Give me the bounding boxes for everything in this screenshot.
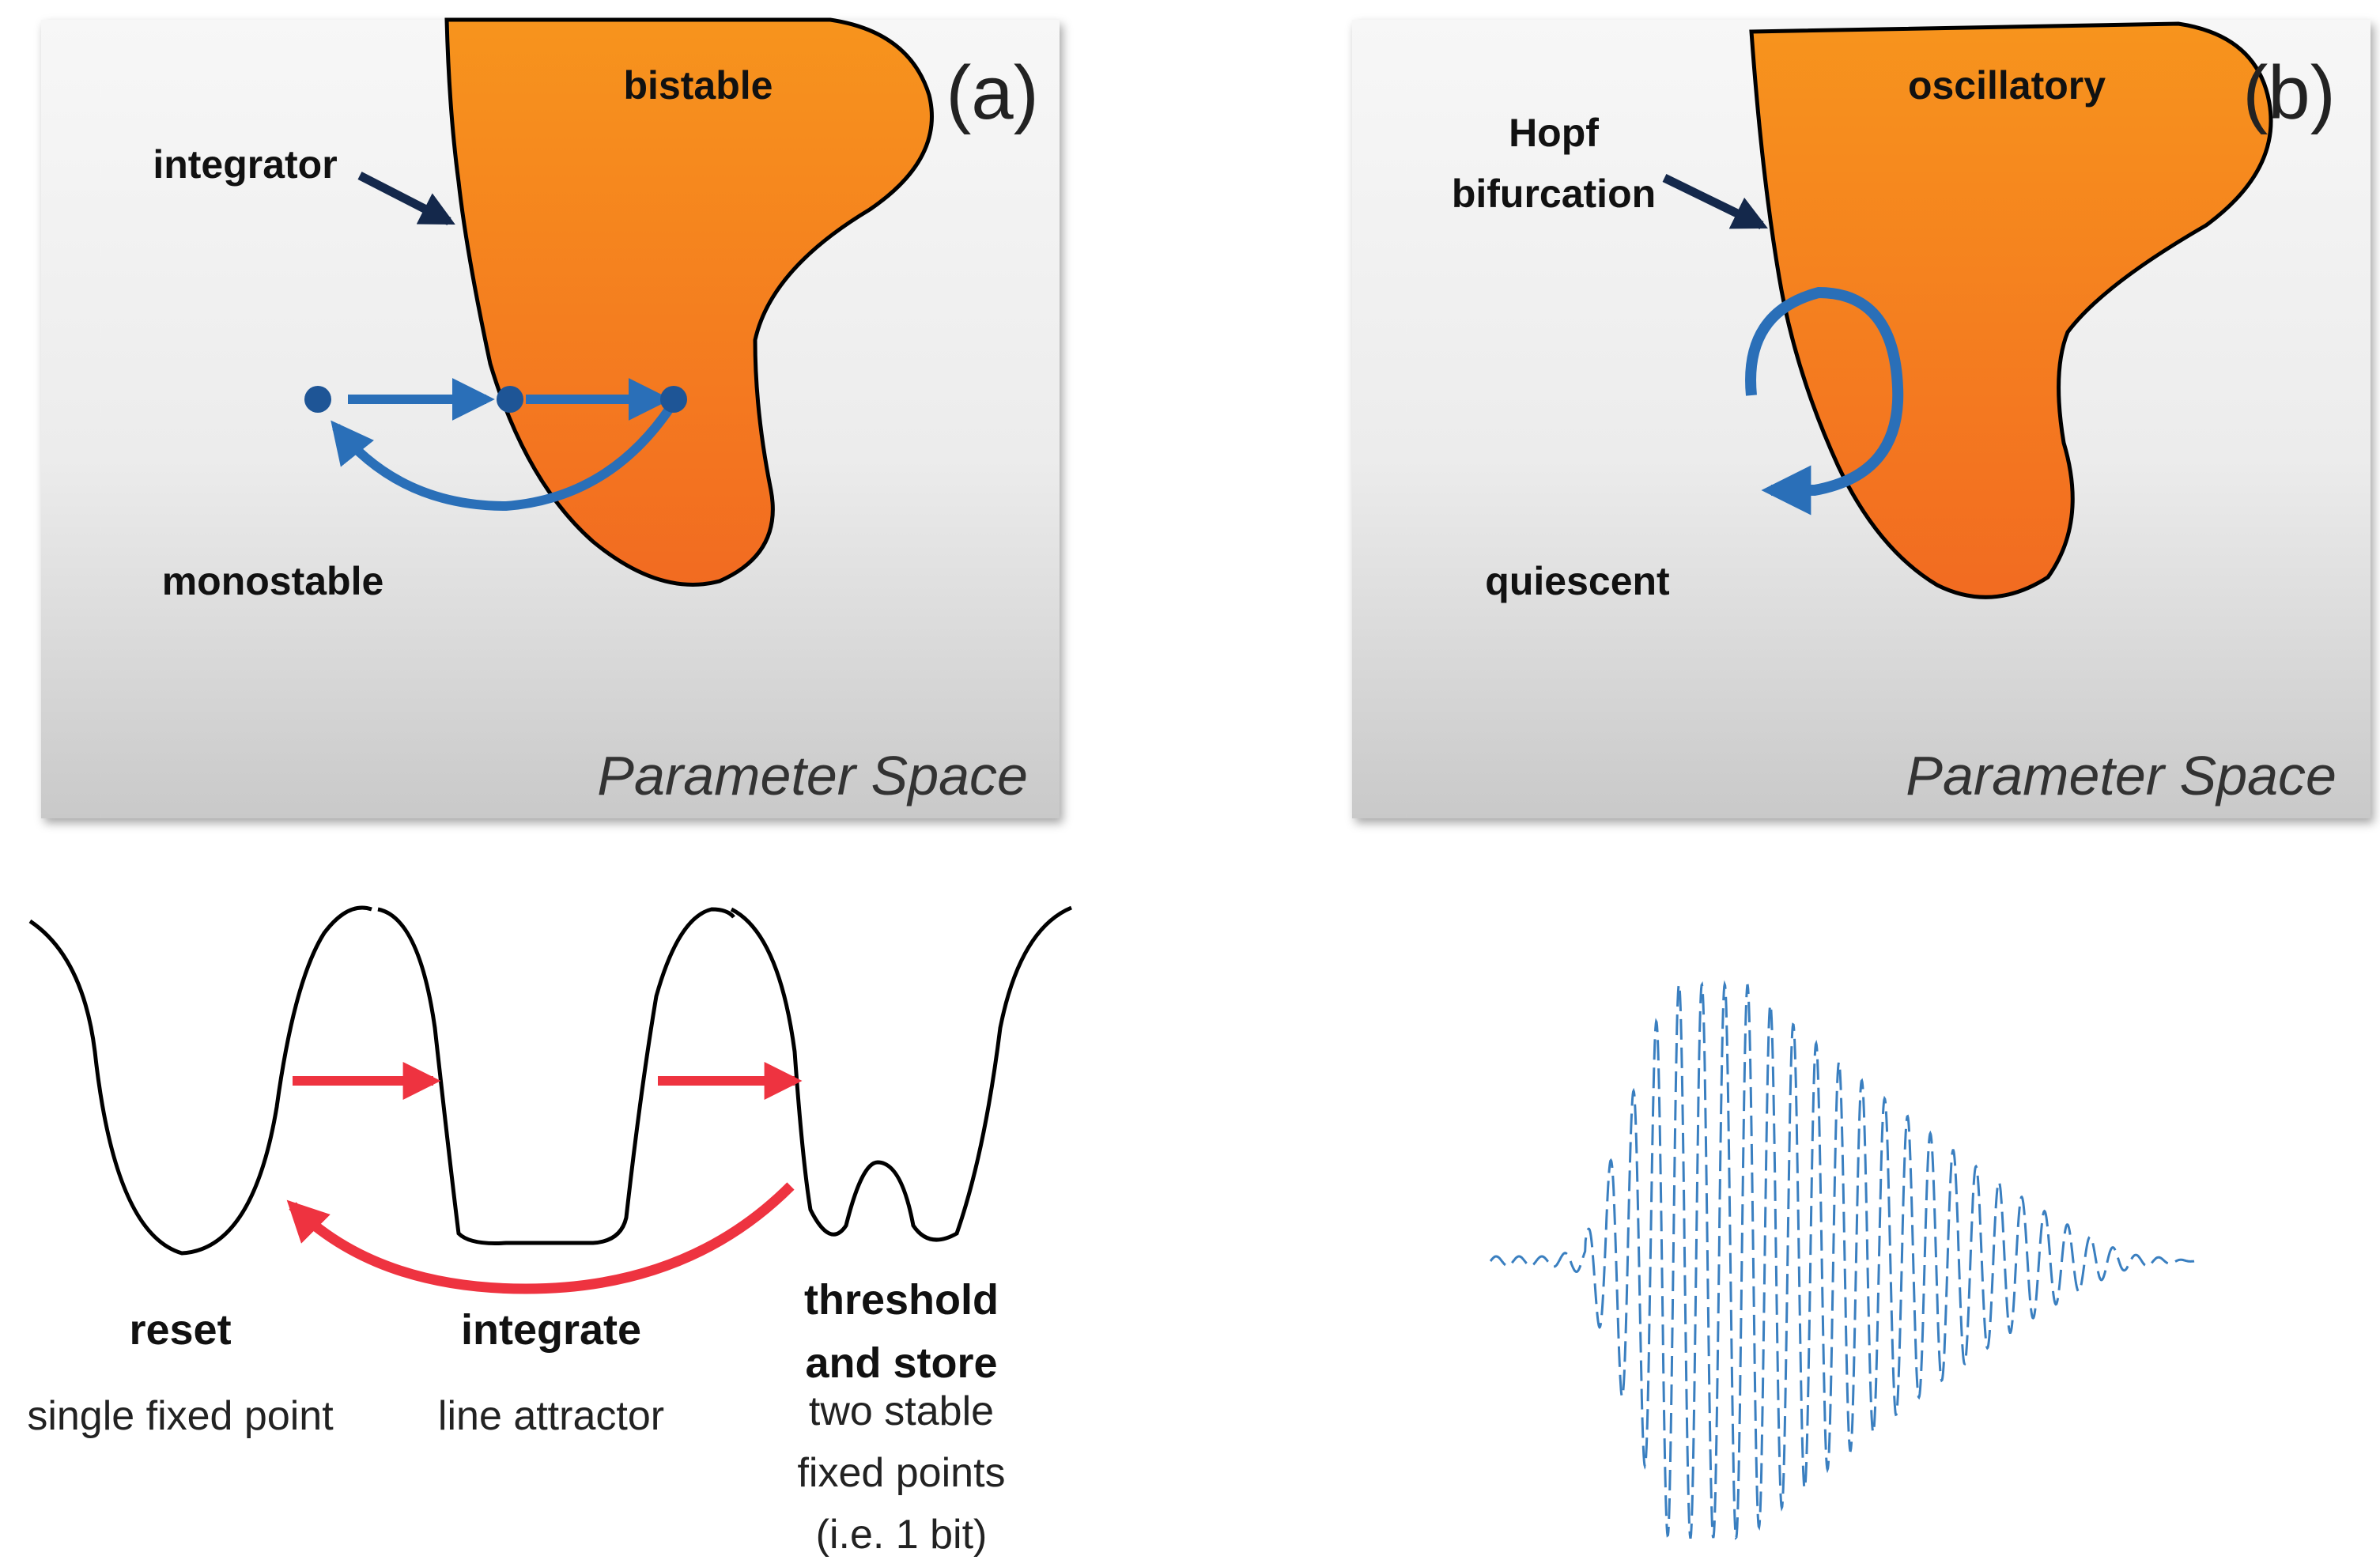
hopf-arrow — [1662, 174, 1768, 229]
parameter-space-label-b: Parameter Space — [1906, 745, 2337, 806]
monostable-label: monostable — [162, 559, 384, 603]
threshold-desc-line3: (i.e. 1 bit) — [816, 1512, 988, 1558]
quiescent-label: quiescent — [1485, 559, 1670, 603]
oscillatory-label: oscillatory — [1908, 63, 2106, 108]
threshold-desc-line2: fixed points — [797, 1450, 1005, 1496]
hopf-label-line2: bifurcation — [1452, 172, 1656, 216]
state-point-bistable — [660, 386, 687, 413]
panel-b: oscillatory (b) Hopf bifurcation quiesce… — [1352, 20, 2371, 818]
oscillation-trace — [1489, 980, 2195, 1540]
integrate-title: integrate — [461, 1306, 641, 1354]
panel-b-letter: (b) — [2242, 51, 2335, 135]
threshold-title-line2: and store — [805, 1339, 997, 1387]
reset-desc: single fixed point — [27, 1393, 334, 1439]
panel-a: bistable (a) integrator monostable Param… — [41, 17, 1060, 818]
integrator-label: integrator — [153, 142, 337, 187]
landscape-well-integrate — [377, 907, 735, 1245]
transition-arrows — [304, 378, 687, 512]
integrate-desc: line attractor — [438, 1393, 664, 1439]
landscape-well-reset — [28, 905, 372, 1256]
energy-landscape: reset single fixed point integrate line … — [27, 905, 1072, 1558]
oscillation-loop-arrow — [1745, 286, 1904, 516]
state-point-monostable — [304, 386, 331, 413]
bistable-region — [444, 17, 934, 587]
reset-title: reset — [129, 1306, 231, 1354]
state-point-boundary — [497, 386, 523, 413]
parameter-space-label-a: Parameter Space — [597, 745, 1028, 806]
arrow-threshold-to-reset — [286, 1182, 795, 1294]
hopf-label-line1: Hopf — [1509, 111, 1599, 155]
threshold-title-line1: threshold — [804, 1276, 999, 1324]
panel-a-letter: (a) — [946, 51, 1038, 135]
oscillation-trace-line — [1489, 980, 2195, 1540]
arrow-reset-return — [331, 404, 674, 512]
threshold-desc-line1: two stable — [809, 1388, 994, 1434]
bistable-label: bistable — [624, 63, 773, 108]
integrator-arrow — [357, 172, 455, 225]
